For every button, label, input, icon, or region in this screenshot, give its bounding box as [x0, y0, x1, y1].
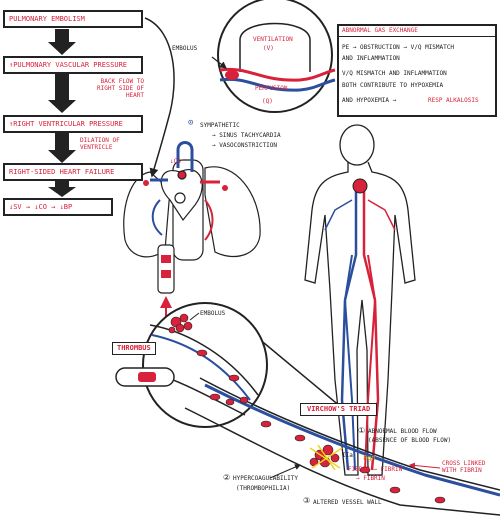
virchow-item-2: HYPERCOAGULABILITY	[233, 475, 299, 482]
fgn-label: Fgn	[363, 454, 376, 462]
gas-exchange-panel	[337, 24, 497, 117]
fibrin-line-1: FIBRIN → FIBRIN	[348, 466, 403, 473]
vessel-zoom-circle	[142, 302, 268, 428]
step-pulmonary-embolism: PULMONARY EMBOLISM	[3, 10, 143, 28]
virchow-item-1b: (ABSENCE OF BLOOD FLOW)	[368, 437, 452, 444]
body-figure	[304, 124, 416, 476]
gas-line-5: AND HYPOXEMIA →	[342, 97, 397, 104]
vq-inset	[217, 0, 336, 113]
gas-resp-alkalosis: RESP ALKALOSIS	[428, 97, 479, 104]
vein-segment	[184, 377, 500, 516]
virchow-item-1-num: ①	[358, 426, 366, 435]
embolus-circle-pointer	[189, 312, 200, 321]
label-perfusion: PERFUSION	[255, 85, 288, 92]
step-pulmonary-vascular-pressure: ↑PULMONARY VASCULAR PRESSURE	[3, 56, 143, 74]
thrombus-label: THROMBUS	[112, 342, 156, 355]
virchow-item-1: ABNORMAL BLOOD FLOW	[368, 428, 437, 435]
crosslink-pointer	[409, 462, 441, 469]
sympathetic-symbol: ⊙	[188, 118, 194, 128]
clot-cells	[168, 313, 446, 504]
gas-line-4: BOTH CONTRIBUTE TO HYPOXEMIA	[342, 82, 444, 89]
label-ventilation-symbol: (V)	[263, 45, 274, 52]
gas-line-1: PE → OBSTRUCTION → V/Q MISMATCH	[342, 44, 454, 51]
virchow-item-2-num: ②	[223, 473, 231, 482]
sympathetic-line-3: → VASOCONSTRICTION	[212, 142, 278, 149]
fibrin-strands	[309, 444, 343, 471]
thrombus-capsule-icon	[115, 367, 175, 387]
sympathetic-line-2: → SINUS TACHYCARDIA	[212, 132, 281, 139]
note-back-flow: BACK FLOW TO RIGHT SIDE OF HEART	[97, 78, 144, 99]
virchow-item-3: ALTERED VESSEL WALL	[313, 499, 382, 506]
virchow-item-2b: (THROMBOPHILIA)	[236, 485, 291, 492]
body-vessels	[324, 178, 396, 471]
hypercoag-pointer	[269, 464, 301, 479]
flow-arrows	[48, 29, 76, 197]
virchow-item-3-num: ③	[303, 496, 311, 505]
lungs-heart	[123, 141, 261, 294]
step-rv-pressure: ↑RIGHT VENTRICULAR PRESSURE	[3, 115, 143, 133]
gas-exchange-title: ABNORMAL GAS EXCHANGE	[338, 25, 496, 37]
virchow-title: VIRCHOW'S TRIAD	[300, 403, 378, 416]
fibrin-line-2: → FIBRIN	[356, 475, 385, 482]
heart-co-note: ↓CO	[170, 158, 181, 165]
step-sv-co-bp: ↓SV → ↓CO → ↓BP	[3, 198, 113, 216]
label-embolus-inset: EMBOLUS	[172, 45, 198, 52]
label-embolus-vessel: EMBOLUS	[200, 310, 226, 317]
pe-to-lung-arrow	[144, 17, 175, 178]
crosslink-note: CROSS LINKED WITH FIBRIN	[442, 460, 486, 474]
zoom-connector	[257, 337, 348, 413]
gas-line-2: AND INFLAMMATION	[342, 55, 400, 62]
gas-line-3: V/Q MISMATCH AND INFLAMMATION	[342, 70, 447, 77]
factor-iia: IIa	[342, 452, 353, 459]
step-right-heart-failure: RIGHT-SIDED HEART FAILURE	[3, 163, 143, 181]
note-dilation: DILATION OF VENTRICLE	[80, 137, 120, 151]
embolus-clot-icon	[225, 70, 239, 80]
sympathetic-line-1: SYMPATHETIC	[200, 122, 240, 129]
embolus-pointer	[211, 56, 227, 69]
label-perfusion-symbol: (Q)	[262, 98, 273, 105]
label-ventilation: VENTILATION	[253, 36, 293, 43]
